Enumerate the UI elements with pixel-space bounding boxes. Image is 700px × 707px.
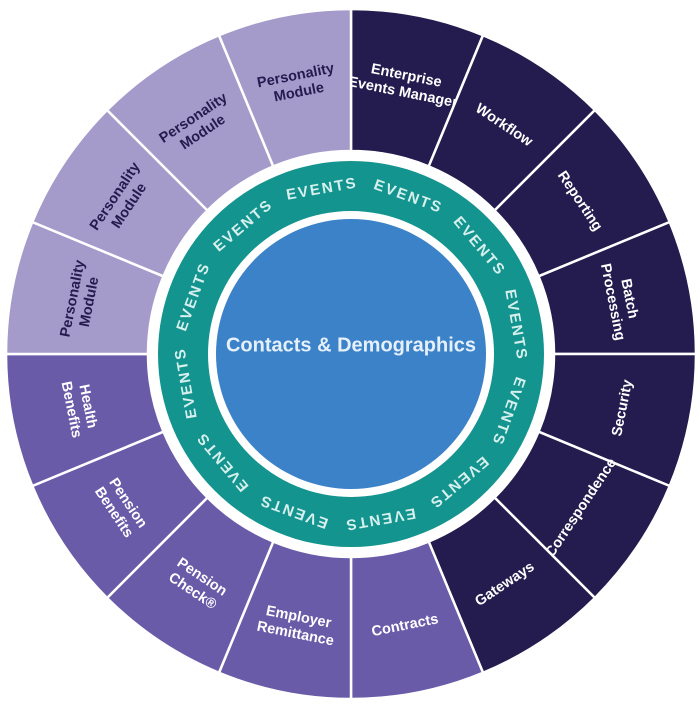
center-circle bbox=[216, 219, 486, 489]
center-label: Contacts & Demographics bbox=[226, 334, 476, 356]
